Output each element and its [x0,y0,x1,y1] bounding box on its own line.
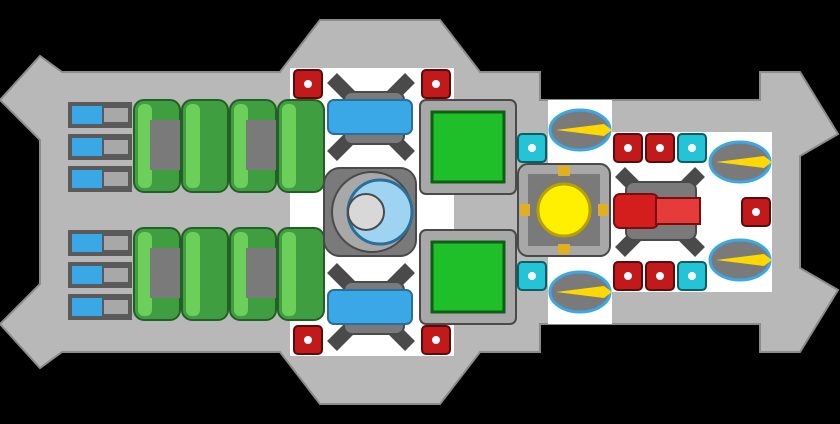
missile-pod-front-top[interactable] [548,108,612,152]
red-switches [293,69,771,355]
engine-bank-bottom[interactable] [133,227,325,321]
thruster-port[interactable] [68,262,132,288]
turret-bottom[interactable] [327,263,415,351]
missile-pod-rear-bottom[interactable] [708,238,772,282]
engine-cylinder[interactable] [229,99,277,193]
missile-pod-front-bottom[interactable] [548,270,612,314]
red-switch[interactable] [741,197,771,227]
shield-dome[interactable] [323,167,417,257]
thruster-bank-bottom[interactable] [68,230,132,320]
cyan-switch[interactable] [517,261,547,291]
red-switch[interactable] [645,261,675,291]
thruster-port[interactable] [68,134,132,160]
missile-pod-rear-top[interactable] [708,140,772,184]
engine-cylinder[interactable] [277,99,325,193]
thruster-port[interactable] [68,294,132,320]
thruster-port[interactable] [68,102,132,128]
red-switch[interactable] [293,69,323,99]
engine-cylinder[interactable] [181,99,229,193]
engine-cylinder[interactable] [229,227,277,321]
main-cannon[interactable] [613,167,705,257]
red-switch[interactable] [645,133,675,163]
reactor-core[interactable] [517,163,611,257]
engine-cylinder[interactable] [277,227,325,321]
power-panel-bottom[interactable] [419,229,517,325]
cyan-switch[interactable] [677,133,707,163]
thruster-bank-top[interactable] [68,102,132,192]
engine-bank-top[interactable] [133,99,325,193]
turret-top[interactable] [327,73,415,161]
red-switch[interactable] [421,69,451,99]
cyan-switches [517,133,707,291]
engine-cylinder[interactable] [133,227,181,321]
power-panel-top[interactable] [419,99,517,195]
red-switch[interactable] [613,133,643,163]
engine-cylinder[interactable] [181,227,229,321]
cyan-switch[interactable] [517,133,547,163]
red-switch[interactable] [613,261,643,291]
cyan-switch[interactable] [677,261,707,291]
engine-cylinder[interactable] [133,99,181,193]
thruster-port[interactable] [68,230,132,256]
red-switch[interactable] [293,325,323,355]
red-switch[interactable] [421,325,451,355]
thruster-port[interactable] [68,166,132,192]
